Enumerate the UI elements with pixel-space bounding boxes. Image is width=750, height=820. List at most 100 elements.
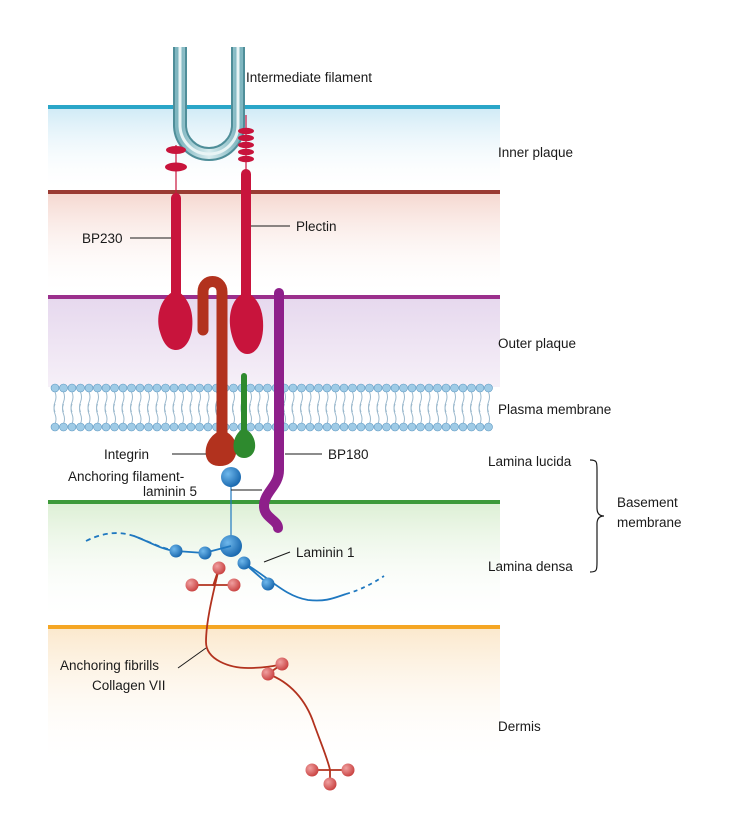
lipid-head xyxy=(348,422,357,432)
label-collagen7: Collagen VII xyxy=(92,678,166,693)
lipid-tail xyxy=(87,391,91,425)
lipid-head xyxy=(144,383,153,393)
lipid-tail xyxy=(444,391,448,425)
lipid-head xyxy=(118,422,128,432)
lipid-tail xyxy=(62,391,65,425)
lipid-tail xyxy=(130,391,133,425)
lipid-head xyxy=(339,383,349,393)
lipid-tail xyxy=(478,391,482,425)
lipid-head xyxy=(322,383,332,393)
lipid-tail xyxy=(368,391,371,425)
label-membrane: membrane xyxy=(617,515,682,530)
lipid-tail xyxy=(189,391,193,425)
lipid-tail xyxy=(96,391,99,425)
lipid-head xyxy=(263,422,272,432)
lipid-head xyxy=(110,383,119,393)
lipid-head xyxy=(458,422,468,432)
lipid-head xyxy=(254,383,264,393)
lipid-tail xyxy=(308,391,312,425)
lipid-tail xyxy=(121,391,125,425)
lipid-head xyxy=(484,422,493,432)
lipid-head xyxy=(152,422,162,432)
lipid-head xyxy=(76,383,85,393)
lipid-head xyxy=(76,422,85,432)
lipid-head xyxy=(399,422,408,432)
lipid-head xyxy=(288,383,298,393)
lipid-tail xyxy=(113,391,116,425)
lipid-tail xyxy=(257,391,261,425)
lipid-head xyxy=(331,422,340,432)
lipid-head xyxy=(382,383,391,393)
lipid-tail xyxy=(393,391,397,425)
lipid-head xyxy=(348,383,357,393)
integrin-protein xyxy=(197,276,256,466)
label-bp230: BP230 xyxy=(82,231,123,246)
labels: Intermediate filament Inner plaque BP230… xyxy=(60,70,682,734)
lipid-head xyxy=(305,383,315,393)
lipid-tail xyxy=(164,391,167,425)
lipid-head xyxy=(399,383,408,393)
laminin1 xyxy=(85,532,385,602)
lipid-head xyxy=(390,422,400,432)
label-anchoring-fibrils: Anchoring fibrills xyxy=(60,658,159,673)
lipid-head xyxy=(433,383,442,393)
lipid-head xyxy=(161,383,170,393)
lipid-head xyxy=(195,422,204,432)
lipid-head xyxy=(373,383,383,393)
lipid-tail xyxy=(266,391,269,425)
lipid-tail xyxy=(461,391,465,425)
lipid-head xyxy=(424,422,434,432)
lipid-head xyxy=(365,383,374,393)
lipid-head xyxy=(416,383,425,393)
lipid-head xyxy=(169,383,179,393)
lipid-tail xyxy=(206,391,210,425)
lipid-head xyxy=(93,383,102,393)
lipid-tail xyxy=(104,391,108,425)
lipid-tail xyxy=(376,391,380,425)
lipid-head xyxy=(450,422,459,432)
lipid-tail xyxy=(232,391,235,425)
lipid-head xyxy=(441,383,451,393)
label-lamina-densa: Lamina densa xyxy=(488,559,573,574)
lipid-head xyxy=(246,383,255,393)
lipid-tail xyxy=(487,391,490,425)
basement-membrane-bracket xyxy=(589,459,605,573)
lipid-head xyxy=(390,383,400,393)
label-inner-plaque: Inner plaque xyxy=(498,145,573,160)
dermis-zone xyxy=(48,627,500,767)
inner-plaque-zone xyxy=(48,107,500,192)
label-bp180: BP180 xyxy=(328,447,369,462)
lipid-head xyxy=(101,422,111,432)
lipid-head xyxy=(263,383,272,393)
lipid-head xyxy=(135,422,145,432)
lipid-head xyxy=(484,383,493,393)
lipid-tail xyxy=(402,391,405,425)
lipid-head xyxy=(50,422,60,432)
lipid-tail xyxy=(317,391,320,425)
lipid-head xyxy=(195,383,204,393)
label-integrin: Integrin xyxy=(104,447,149,462)
lipid-tail xyxy=(79,391,82,425)
lipid-head xyxy=(178,422,187,432)
lipid-head xyxy=(475,422,485,432)
lipid-head xyxy=(314,422,323,432)
lipid-tail xyxy=(359,391,363,425)
lipid-tail xyxy=(385,391,388,425)
lipid-head xyxy=(475,383,485,393)
lipid-head xyxy=(229,422,238,432)
lipid-head xyxy=(229,383,238,393)
plectin-protein xyxy=(229,115,264,354)
lipid-tail xyxy=(172,391,176,425)
lipid-head xyxy=(186,422,196,432)
lipid-tail xyxy=(453,391,456,425)
label-intermediate-filament: Intermediate filament xyxy=(246,70,372,85)
lipid-tail xyxy=(334,391,337,425)
bp180-protein xyxy=(259,288,284,533)
lipid-head xyxy=(254,422,264,432)
lipid-head xyxy=(203,422,213,432)
lipid-head xyxy=(305,422,315,432)
lipid-head xyxy=(322,422,332,432)
lipid-tail xyxy=(436,391,439,425)
lipid-head xyxy=(178,383,187,393)
